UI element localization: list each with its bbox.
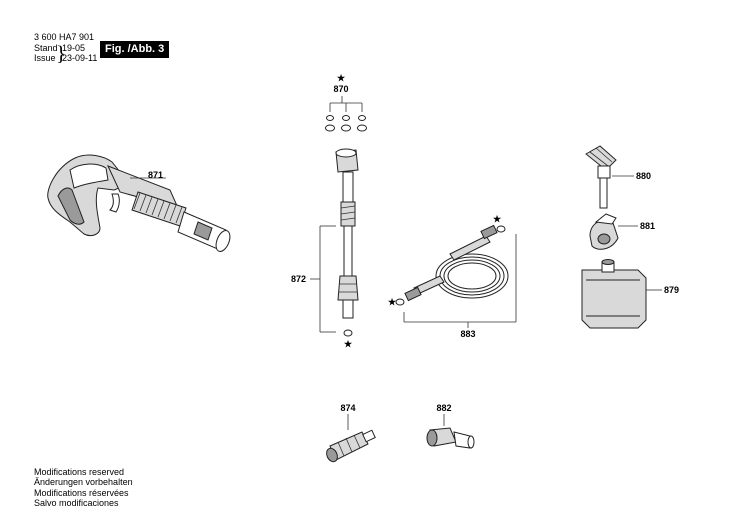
figure-badge: Fig. /Abb. 3 <box>100 41 170 58</box>
brace-glyph: } <box>56 41 67 65</box>
issue-date: 23-09-11 <box>62 53 98 63</box>
star-marker-872: ★ <box>344 339 353 349</box>
rotary-nozzle-drawing <box>326 414 376 463</box>
notice-line: Modifications reserved <box>34 467 125 477</box>
spray-lance-drawing <box>310 148 359 337</box>
o-ring-set-drawing <box>325 96 367 132</box>
document-number: 3 600 HA7 901 <box>34 32 95 42</box>
part-label-871: 871 <box>148 170 163 180</box>
issue-label: Issue <box>34 53 56 63</box>
part-label-881: 881 <box>640 221 655 231</box>
modifications-notice: Modifications reserved Änderungen vorbeh… <box>34 467 133 509</box>
part-label-872: 872 <box>291 274 306 284</box>
star-marker-883-top: ★ <box>493 214 502 224</box>
part-label-880: 880 <box>636 171 651 181</box>
nozzle-cap-drawing <box>426 414 475 449</box>
stand-date: 19-05 <box>62 43 86 53</box>
part-label-879: 879 <box>664 285 679 295</box>
notice-line: Salvo modificaciones <box>34 498 119 509</box>
star-marker-870: ★ <box>337 73 346 83</box>
part-label-882: 882 <box>436 403 451 413</box>
notice-line: Änderungen vorbehalten <box>34 477 133 488</box>
part-label-883: 883 <box>460 329 475 339</box>
part-label-874: 874 <box>340 403 355 413</box>
hose-drawing <box>395 224 517 328</box>
adapter-drawing <box>589 213 638 250</box>
notice-line: Modifications réservées <box>34 487 129 498</box>
part-label-870: 870 <box>333 84 348 94</box>
star-marker-883-bottom: ★ <box>388 297 397 307</box>
detergent-tank-drawing <box>581 259 662 329</box>
nozzle-drawing <box>585 145 634 209</box>
spray-gun-drawing <box>47 154 231 252</box>
stand-label: Stand <box>34 43 58 53</box>
